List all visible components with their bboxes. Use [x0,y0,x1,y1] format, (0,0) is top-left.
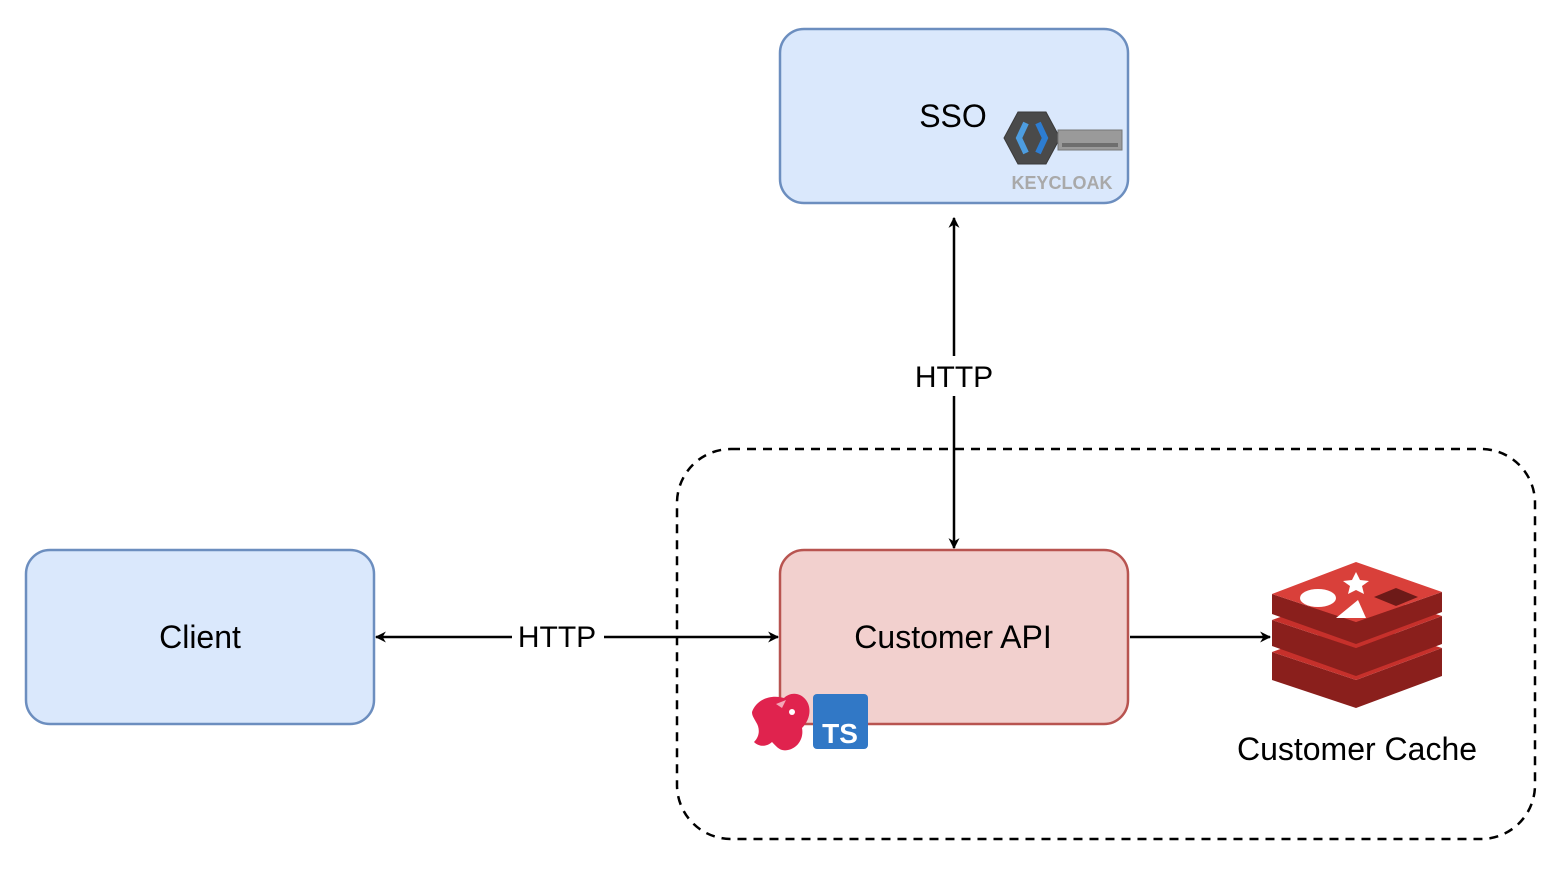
edge-client-api-label: HTTP [518,621,596,654]
sso-label: SSO [919,98,987,134]
client-label: Client [159,619,241,655]
customer-cache-label: Customer Cache [1237,731,1477,767]
edge-client-api: HTTP [374,618,780,656]
keycloak-wordmark: KEYCLOAK [1011,173,1112,193]
nestjs-icon [752,693,810,751]
redis-icon [1272,562,1442,708]
client-node[interactable]: Client [24,548,376,726]
typescript-icon: TS [813,694,868,749]
typescript-badge-text: TS [822,718,858,749]
service-boundary-group [675,447,1537,841]
customer-api-label: Customer API [854,619,1051,655]
edge-api-sso: HTTP [906,216,1002,550]
keycloak-icon: KEYCLOAK [1003,111,1123,193]
customer-api-node[interactable]: Customer API [778,548,1130,726]
sso-node[interactable]: SSO KEYCLOAK [778,27,1130,205]
edge-api-sso-label: HTTP [915,361,993,394]
